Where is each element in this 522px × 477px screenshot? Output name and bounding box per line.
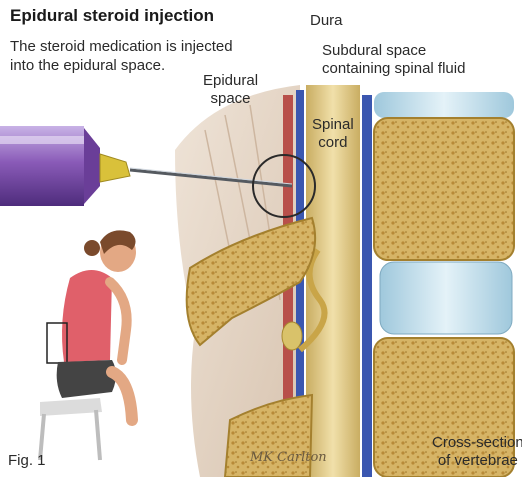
spinal-cord-label: Spinal cord xyxy=(312,116,354,152)
description-line-2: into the epidural space. xyxy=(10,56,233,75)
epidural-space-line-2: space xyxy=(203,90,258,108)
vertebral-body-upper xyxy=(374,118,514,260)
subdural-space-line-2: containing spinal fluid xyxy=(322,60,465,78)
cross-section-label: Cross-section of vertebrae xyxy=(432,434,522,470)
disc-top xyxy=(374,92,514,118)
epidural-space-label: Epidural space xyxy=(203,72,258,108)
spinal-cord-line-1: Spinal xyxy=(312,116,354,134)
subdural-space-line-1: Subdural space xyxy=(322,42,465,60)
subdural-space-label: Subdural space containing spinal fluid xyxy=(322,42,465,78)
figure-number-label: Fig. 1 xyxy=(8,452,46,470)
intervertebral-disc xyxy=(380,262,512,334)
dura-right xyxy=(362,95,372,477)
description-line-1: The steroid medication is injected xyxy=(10,37,233,56)
cross-section-line-2: of vertebrae xyxy=(432,452,522,470)
description-text: The steroid medication is injected into … xyxy=(10,37,233,75)
figure-title: Epidural steroid injection xyxy=(10,6,214,26)
patient-figure-icon xyxy=(40,230,136,460)
spinal-cord-line-2: cord xyxy=(312,134,354,152)
cross-section-line-1: Cross-section xyxy=(432,434,522,452)
artist-signature: MK Carlton xyxy=(250,450,327,465)
dura-label: Dura xyxy=(310,12,343,30)
epidural-space-line-1: Epidural xyxy=(203,72,258,90)
